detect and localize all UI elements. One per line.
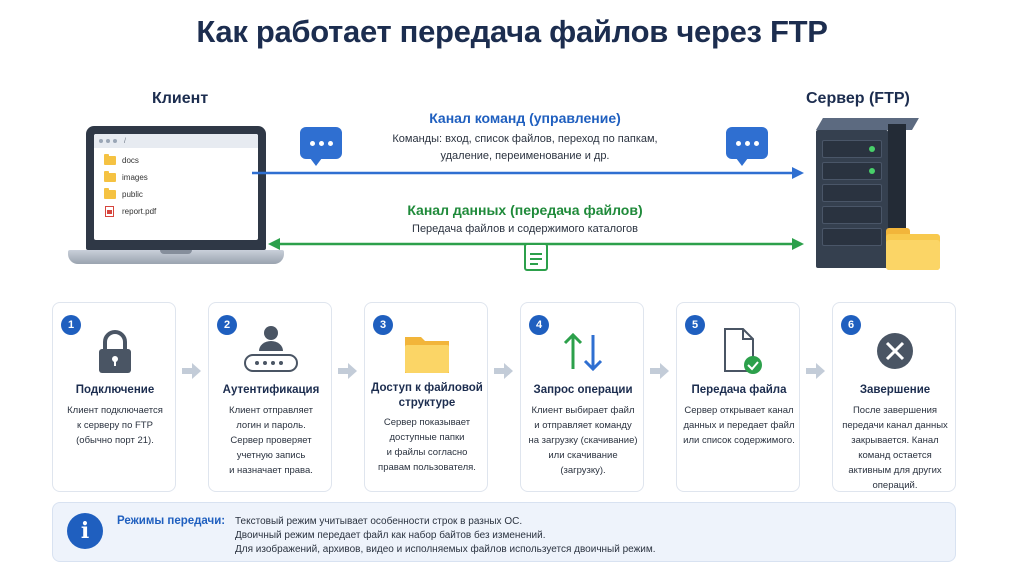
server-label: Сервер (FTP): [806, 90, 910, 107]
step-title: Передача файла: [691, 384, 787, 396]
step-desc-line: логин и пароль.: [236, 420, 306, 431]
step-number: 5: [685, 315, 705, 335]
step-desc-line: передачи канал данных: [842, 420, 948, 431]
step-desc-line: После завершения: [852, 405, 938, 416]
chat-bubble-icon: [726, 127, 768, 166]
step-desc-line: активным для других: [848, 465, 942, 476]
arrow-right-icon: [338, 363, 357, 379]
step-title: структуре: [398, 397, 456, 409]
step-desc-line: учетную запись: [236, 450, 306, 461]
info-title: Режимы передачи:: [117, 515, 226, 527]
step-number: 4: [529, 315, 549, 335]
step-desc-line: Клиент отправляет: [229, 405, 313, 416]
step-title: Запрос операции: [533, 384, 633, 396]
status-led-icon: [869, 168, 875, 174]
transfer-modes-info: i Режимы передачи: Текстовый режим учиты…: [52, 502, 956, 562]
folder-icon: [104, 154, 116, 165]
step-desc-line: и назначает права.: [229, 465, 313, 476]
step-number: 6: [841, 315, 861, 335]
server-folder-icon: [886, 228, 940, 270]
arrow-right-icon: [650, 363, 669, 379]
step-desc-line: Сервер проверяет: [230, 435, 312, 446]
info-line: Текстовый режим учитывает особенности ст…: [235, 516, 523, 527]
file-row-images[interactable]: images: [94, 169, 258, 186]
step-desc-line: Сервер показывает: [383, 417, 471, 428]
step-title: Завершение: [859, 384, 931, 396]
step-desc-line: и отправляет команду: [534, 420, 632, 431]
info-line: Для изображений, архивов, видео и исполн…: [235, 544, 656, 555]
pdf-icon: [105, 206, 114, 217]
step-desc-line: операций.: [872, 480, 918, 491]
chat-bubble-icon: [300, 127, 342, 166]
step-number: 1: [61, 315, 81, 335]
command-channel-title: Канал команд (управление): [429, 110, 621, 126]
step-desc-line: Сервер открывает канал: [684, 405, 794, 416]
info-icon: i: [67, 513, 103, 549]
step-desc-line: команд остается: [858, 450, 932, 461]
file-check-icon: [724, 328, 762, 374]
step-desc-line: или скачивание (загрузку).: [548, 450, 618, 476]
step-desc-line: (обычно порт 21).: [76, 435, 154, 446]
command-channel-desc-1: Команды: вход, список файлов, переход по…: [392, 133, 658, 145]
folder-icon: [104, 188, 116, 199]
step-title: Доступ к файловой: [371, 382, 483, 394]
step-title: Подключение: [75, 384, 155, 396]
step-desc-line: доступные папки: [389, 432, 465, 443]
step-card-file-access: 3 Доступ к файловой структуре Сервер пок…: [364, 302, 488, 492]
arrow-right-icon: [182, 363, 201, 379]
status-led-icon: [869, 146, 875, 152]
file-row-public[interactable]: public: [94, 186, 258, 203]
arrow-right-icon: [494, 363, 513, 379]
file-row-docs[interactable]: docs: [94, 152, 258, 169]
ftp-server: [808, 118, 919, 268]
path-label: /: [124, 137, 126, 145]
page-title: Как работает передача файлов через FTP: [196, 14, 828, 49]
file-browser: / docs images public report.pdf: [94, 134, 258, 240]
step-number: 3: [373, 315, 393, 335]
file-row-report[interactable]: report.pdf: [94, 203, 258, 220]
info-line: Двоичный режим передает файл как набор б…: [235, 530, 546, 541]
lock-icon: [99, 330, 131, 373]
data-channel-desc: Передача файлов и содержимого каталогов: [412, 223, 638, 235]
folder-icon: [405, 337, 449, 373]
folder-icon: [104, 171, 116, 182]
step-card-transfer: 5 Передача файла Сервер открывает канал …: [676, 302, 800, 492]
step-desc-line: Клиент подключается: [67, 405, 163, 416]
step-title: Аутентификация: [222, 384, 320, 396]
step-desc-line: Клиент выбирает файл: [531, 405, 635, 416]
step-desc-line: или список содержимого.: [683, 435, 795, 446]
step-desc-line: закрывается. Канал: [851, 435, 939, 446]
client-laptop: / docs images public report.pdf: [68, 126, 284, 272]
step-card-operation: 4 Запрос операции Клиент выбирает файл и…: [520, 302, 644, 492]
client-label: Клиент: [152, 90, 209, 107]
up-down-arrows-icon: [563, 332, 603, 372]
command-channel-desc-2: удаление, переименование и др.: [440, 150, 610, 162]
step-desc-line: к серверу по FTP: [77, 420, 153, 431]
step-number: 2: [217, 315, 237, 335]
step-desc-line: данных и передает файл: [683, 420, 795, 431]
user-password-icon: [244, 326, 298, 372]
close-icon: [877, 333, 913, 369]
step-desc-line: на загрузку (скачивание): [528, 435, 638, 446]
arrow-right-icon: [806, 363, 825, 379]
data-channel-title: Канал данных (передача файлов): [407, 202, 643, 218]
step-desc-line: правам пользователя.: [378, 462, 476, 473]
document-icon: [524, 243, 548, 271]
step-card-finish: 6 Завершение После завершения передачи к…: [832, 302, 956, 492]
step-desc-line: и файлы согласно: [386, 447, 468, 458]
step-card-auth: 2 Аутентификация Клиент отправляет логин…: [208, 302, 332, 492]
step-card-connect: 1 Подключение Клиент подключается к серв…: [52, 302, 176, 492]
